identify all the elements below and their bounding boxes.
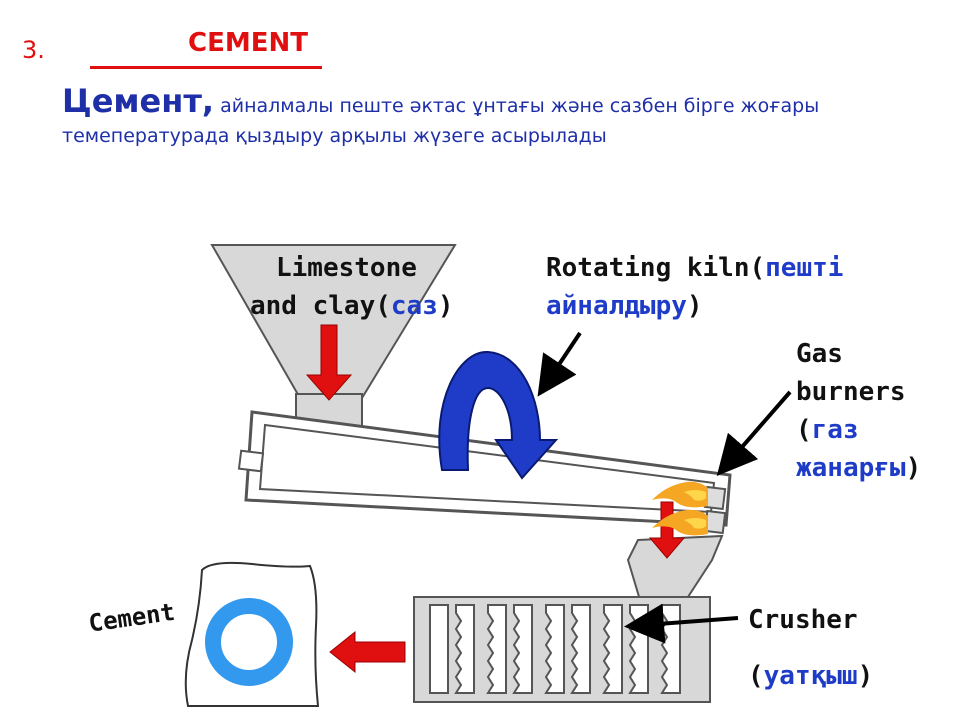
crusher-open: ( bbox=[748, 661, 764, 691]
gas-label-line3: (газ bbox=[796, 410, 859, 450]
slide-title: CEMENT bbox=[188, 28, 308, 58]
gas-close: ) bbox=[905, 453, 922, 483]
gas-open: ( bbox=[796, 415, 812, 445]
gas-label-line4: жанарғы) bbox=[796, 448, 921, 488]
limestone-text: and clay( bbox=[250, 291, 391, 321]
rotating-kiln bbox=[237, 410, 732, 535]
limestone-label-line2: and clay(саз) bbox=[250, 286, 454, 326]
crusher-label-line2: (уатқыш) bbox=[748, 656, 873, 696]
cement-bag bbox=[184, 561, 320, 707]
kiln-kk1: пешті bbox=[765, 253, 844, 283]
pointer-arrows bbox=[537, 331, 792, 644]
limestone-label-line1: Limestone bbox=[276, 253, 417, 283]
intro-text: Цемент, айналмалы пеште әктас ұнтағы жән… bbox=[62, 85, 942, 151]
flame-icon bbox=[652, 481, 708, 536]
title-underline: CEMENT bbox=[90, 26, 322, 69]
feed-arrow bbox=[305, 324, 353, 401]
gas-label-line1: Gas bbox=[796, 339, 843, 369]
intro-line1: айналмалы пеште әктас ұнтағы және сазбен… bbox=[214, 95, 820, 117]
kiln-label-line1: Rotating kiln(пешті bbox=[546, 248, 843, 288]
crusher bbox=[413, 596, 711, 703]
intro-line2: темепературада қыздыру арқылы жүзеге асы… bbox=[62, 125, 607, 147]
slide-number: 3. bbox=[22, 36, 45, 64]
crusher-kk: уатқыш bbox=[763, 661, 858, 691]
gas-kk: газ bbox=[811, 415, 859, 445]
kiln-label-line2: айналдыру) bbox=[546, 286, 703, 326]
gas-label-line2: burners bbox=[796, 377, 906, 407]
crusher-close: ) bbox=[857, 661, 874, 691]
discharge-arrow bbox=[648, 501, 686, 559]
kiln-text: Rotating kiln( bbox=[546, 253, 766, 283]
kiln-close: ) bbox=[686, 291, 703, 321]
intro-lead: Цемент, bbox=[62, 82, 215, 120]
limestone-kk: саз bbox=[390, 291, 438, 321]
output-arrow bbox=[329, 630, 406, 674]
crusher-label-line1: Crusher bbox=[748, 605, 858, 635]
gas-kk2: жанарғы bbox=[796, 453, 906, 483]
limestone-close: ) bbox=[437, 291, 454, 321]
kiln-kk2: айналдыру bbox=[546, 291, 687, 321]
rotation-arrow bbox=[438, 350, 559, 480]
